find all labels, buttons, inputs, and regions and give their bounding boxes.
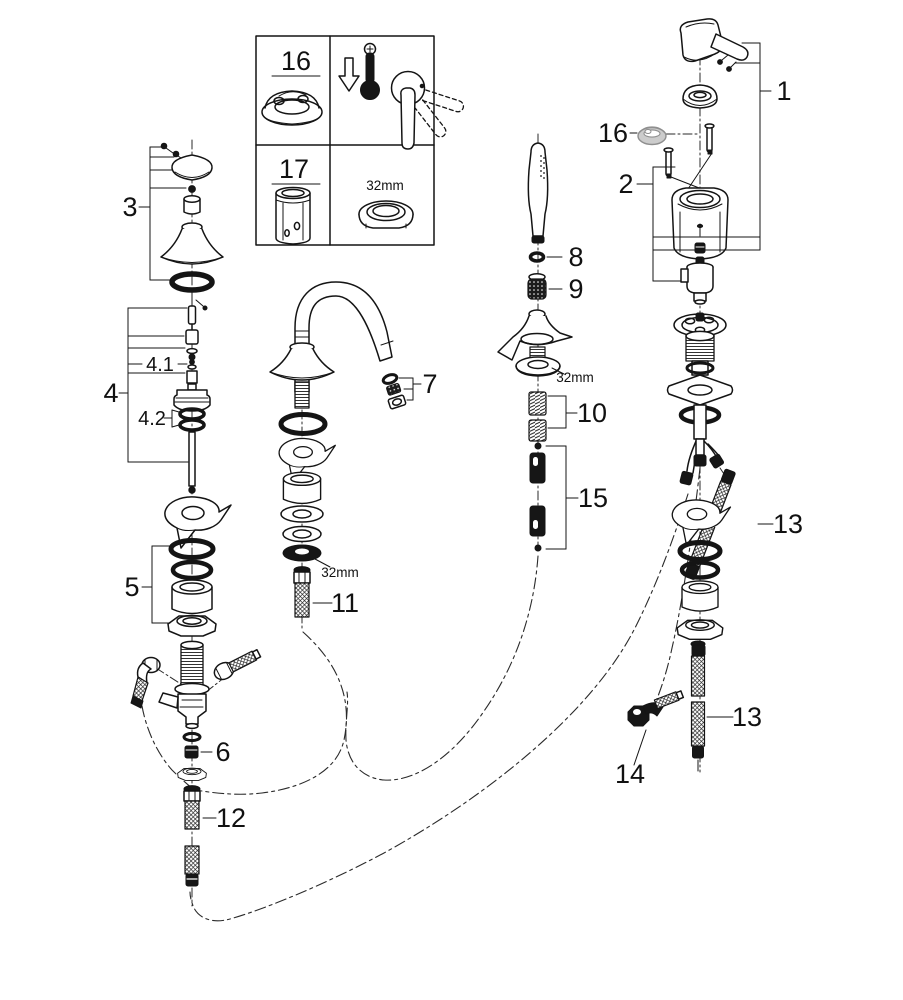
part3-callout: 3 [122,146,187,281]
hose11: 11 [293,566,359,618]
handshower-holder: 32mm [497,309,594,385]
part12-label: 12 [216,803,246,833]
part4-label: 4 [103,378,118,408]
part7-label: 7 [422,369,437,399]
part6-check-valve [184,745,199,759]
diverter-cartridge [680,256,714,305]
lever-valve-column: 1 16 [598,18,803,789]
spout-assembly: 7 32mm 11 [269,281,438,618]
part1-lever-handle: 1 [679,18,792,251]
part3-handle-assembly: 3 [122,142,224,293]
part14-elbow-connector: 14 [615,690,685,789]
part9-label: 9 [568,274,583,304]
inset-box: 16 17 [255,35,465,246]
part13-lower-label: 13 [732,702,762,732]
cartridge-part-17 [275,186,311,245]
handle-dome-cap [682,84,718,109]
part15-label: 15 [578,483,608,513]
part2-housing: 2 [618,123,761,282]
shower-nut-size-label: 32mm [556,370,594,385]
inset-item-17-number: 17 [279,154,309,184]
handshower-assembly: 8 9 32mm 10 [497,142,608,552]
part5-callout: 5 [124,545,171,624]
hose-routing-curves [141,467,701,922]
part9-check-valve [527,273,547,300]
spray-face-dots [540,155,545,179]
part7-mousseur: 7 [381,369,438,410]
part1-label: 1 [776,76,791,106]
inset-32mm-nut [358,200,414,229]
part6-label: 6 [215,737,230,767]
spout-washers [280,505,324,543]
hose13-lower: 13 [690,640,762,759]
inset-nut-size-label: 32mm [366,178,404,193]
valve-shank-assembly: 6 12 [130,640,262,887]
part11-label: 11 [331,588,359,618]
part14-label: 14 [615,759,645,789]
part16-main-label: 16 [598,118,628,148]
part10-springs: 10 [528,391,607,442]
right-fitting [213,648,262,681]
part5-mounting-set: 5 [124,496,232,637]
left-elbow-connector [130,656,161,709]
temperature-limiter-part [261,90,323,126]
part13-upper-label: 13 [773,509,803,539]
part4-2-label: 4.2 [138,408,166,430]
part4-cartridge-assembly: 4 4.1 4.2 [103,292,211,494]
part4-callout: 4 4.1 4.2 [103,307,189,463]
spout-32mm-nut: 32mm [282,544,359,580]
valve-body [666,312,734,486]
part2-label: 2 [618,169,633,199]
part4-1-label: 4.1 [146,354,174,376]
part8-oring [528,251,546,263]
part10-label: 10 [577,398,607,428]
part3-label: 3 [122,192,137,222]
part8-label: 8 [568,242,583,272]
part15-weights: 15 [529,442,608,552]
thermometer-icon [338,42,380,100]
spout-nut-size-label: 32mm [321,565,359,580]
inset-item-16-number: 16 [281,46,311,76]
hose12: 12 [183,785,246,887]
part5-label: 5 [124,572,139,602]
part16-temperature-limiter: 16 [598,118,667,148]
lever-swing-icon [390,70,465,150]
